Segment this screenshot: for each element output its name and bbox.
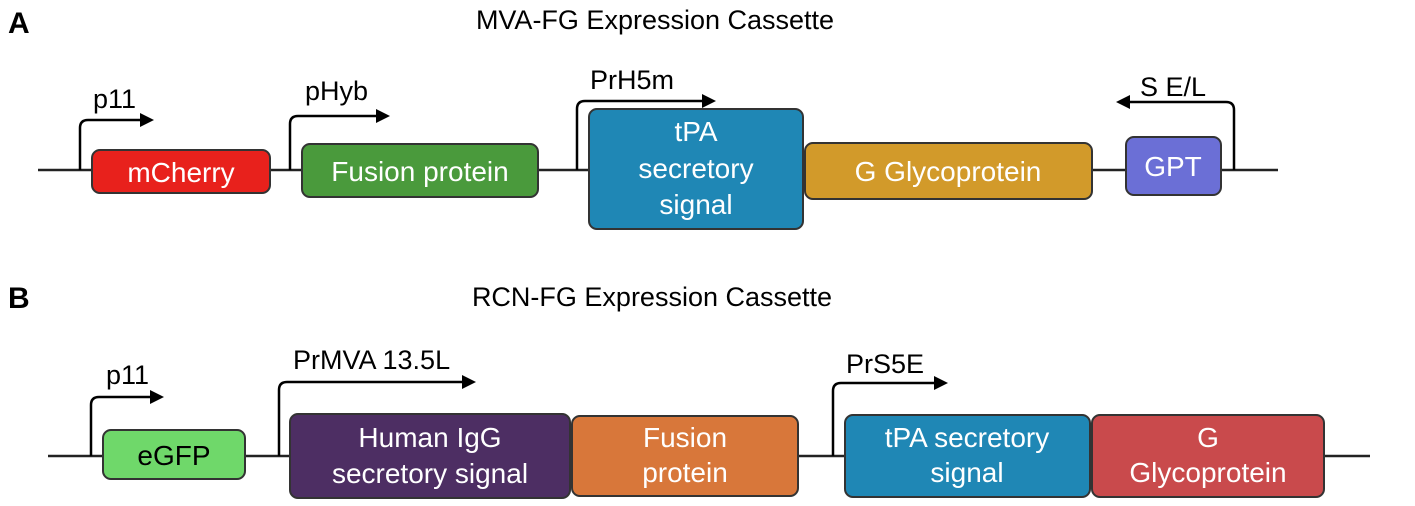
promoter-p11-arrow <box>78 113 154 170</box>
panel-b-letter: B <box>8 282 30 315</box>
promoter-prh5m-arrow <box>575 94 716 170</box>
promoter-p11-label: p11 <box>106 360 149 390</box>
gene-gpt: GPT <box>1125 136 1222 196</box>
gene-g-glycoprotein: G Glycoprotein <box>804 142 1093 200</box>
gene-g-glycoprotein: G Glycoprotein <box>1091 414 1325 498</box>
promoter-phyb-arrow <box>288 109 390 170</box>
gene-label-line-1: Fusion <box>643 422 727 453</box>
promoter-phyb-label: pHyb <box>305 76 368 106</box>
gene-label: GPT <box>1144 151 1202 182</box>
gene-label-line-2: protein <box>642 457 728 488</box>
gene-label: mCherry <box>127 157 234 188</box>
panel-a-letter: A <box>8 7 30 40</box>
gene-box <box>91 149 271 194</box>
gene-tpa-secretory-signal: tPA secretory signal <box>844 414 1091 498</box>
promoter-prs5e-label: PrS5E <box>846 349 924 379</box>
gene-box <box>1125 136 1222 196</box>
gene-label-line-3: signal <box>659 189 732 220</box>
gene-label: Fusion protein <box>331 156 508 187</box>
panel-b-title: RCN-FG Expression Cassette <box>472 282 832 312</box>
gene-label-line-2: secretory <box>638 153 753 184</box>
gene-label-line-2: signal <box>930 457 1003 488</box>
gene-box <box>588 108 804 230</box>
gene-human-igg-secretory-signal: Human IgG secretory signal <box>289 413 571 499</box>
gene-fusion-protein: Fusion protein <box>301 143 539 198</box>
panel-a: A MVA-FG Expression Cassette p11 pHyb Pr… <box>8 5 1278 230</box>
gene-label-line-1: tPA <box>674 116 717 147</box>
promoter-prs5e-arrow <box>831 376 948 456</box>
panel-b: B RCN-FG Expression Cassette p11 PrMVA 1… <box>8 282 1370 499</box>
gene-label: eGFP <box>137 440 210 471</box>
promoter-prmva-arrow <box>277 375 476 456</box>
panel-a-title: MVA-FG Expression Cassette <box>476 5 834 35</box>
gene-label-line-2: Glycoprotein <box>1129 457 1286 488</box>
promoter-prh5m-label: PrH5m <box>590 65 674 95</box>
gene-box <box>1091 414 1325 498</box>
gene-tpa-secretory-signal: tPA secretory signal <box>588 108 804 230</box>
gene-fusion-protein: Fusion protein <box>571 415 799 497</box>
promoter-p11-arrow <box>89 390 164 456</box>
gene-label-line-1: tPA secretory <box>885 422 1049 453</box>
gene-mcherry: mCherry <box>91 149 271 194</box>
gene-box <box>102 429 246 480</box>
gene-box <box>301 143 539 198</box>
gene-box <box>804 142 1093 200</box>
promoter-prmva-label: PrMVA 13.5L <box>293 345 450 375</box>
gene-box <box>571 415 799 497</box>
gene-label-line-1: Human IgG <box>358 422 501 453</box>
promoter-sel-label: S E/L <box>1140 72 1206 102</box>
gene-label: G Glycoprotein <box>855 156 1042 187</box>
gene-box <box>844 414 1091 498</box>
gene-label-line-2: secretory signal <box>332 458 528 489</box>
promoter-sel-arrow <box>1116 95 1236 170</box>
gene-label-line-1: G <box>1197 422 1219 453</box>
gene-egfp: eGFP <box>102 429 246 480</box>
gene-box <box>289 413 571 499</box>
promoter-p11-label: p11 <box>93 84 136 114</box>
